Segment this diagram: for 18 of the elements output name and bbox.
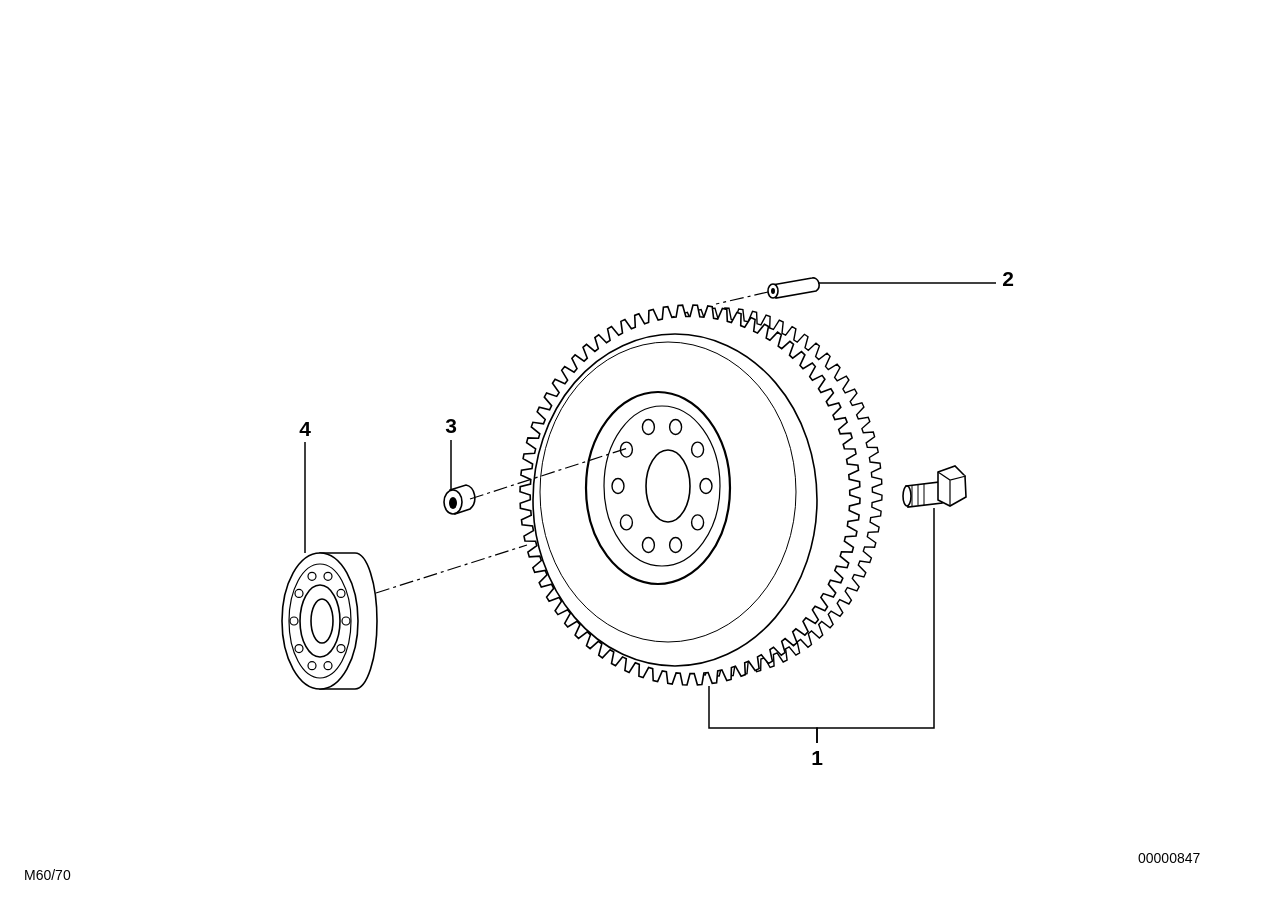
leader-line	[304, 441, 306, 554]
diagram-code: M60/70	[24, 868, 71, 882]
centre-line	[469, 447, 629, 500]
leader-line	[450, 439, 452, 490]
image-number: 00000847	[1138, 851, 1201, 865]
callout-number: 2	[1002, 267, 1014, 289]
callout-number: 3	[445, 414, 457, 436]
bolt-drawing	[902, 465, 967, 508]
sleeve-drawing	[443, 484, 476, 515]
leader-line	[817, 282, 997, 284]
ball-bearing-drawing	[281, 552, 378, 690]
flywheel-drawing	[519, 304, 883, 686]
callout-number: 4	[299, 417, 311, 439]
dowel-pin-drawing	[767, 277, 820, 299]
leader-line	[816, 507, 935, 744]
centre-line	[375, 544, 528, 594]
callout-number: 1	[811, 746, 823, 768]
centre-line	[715, 291, 769, 305]
